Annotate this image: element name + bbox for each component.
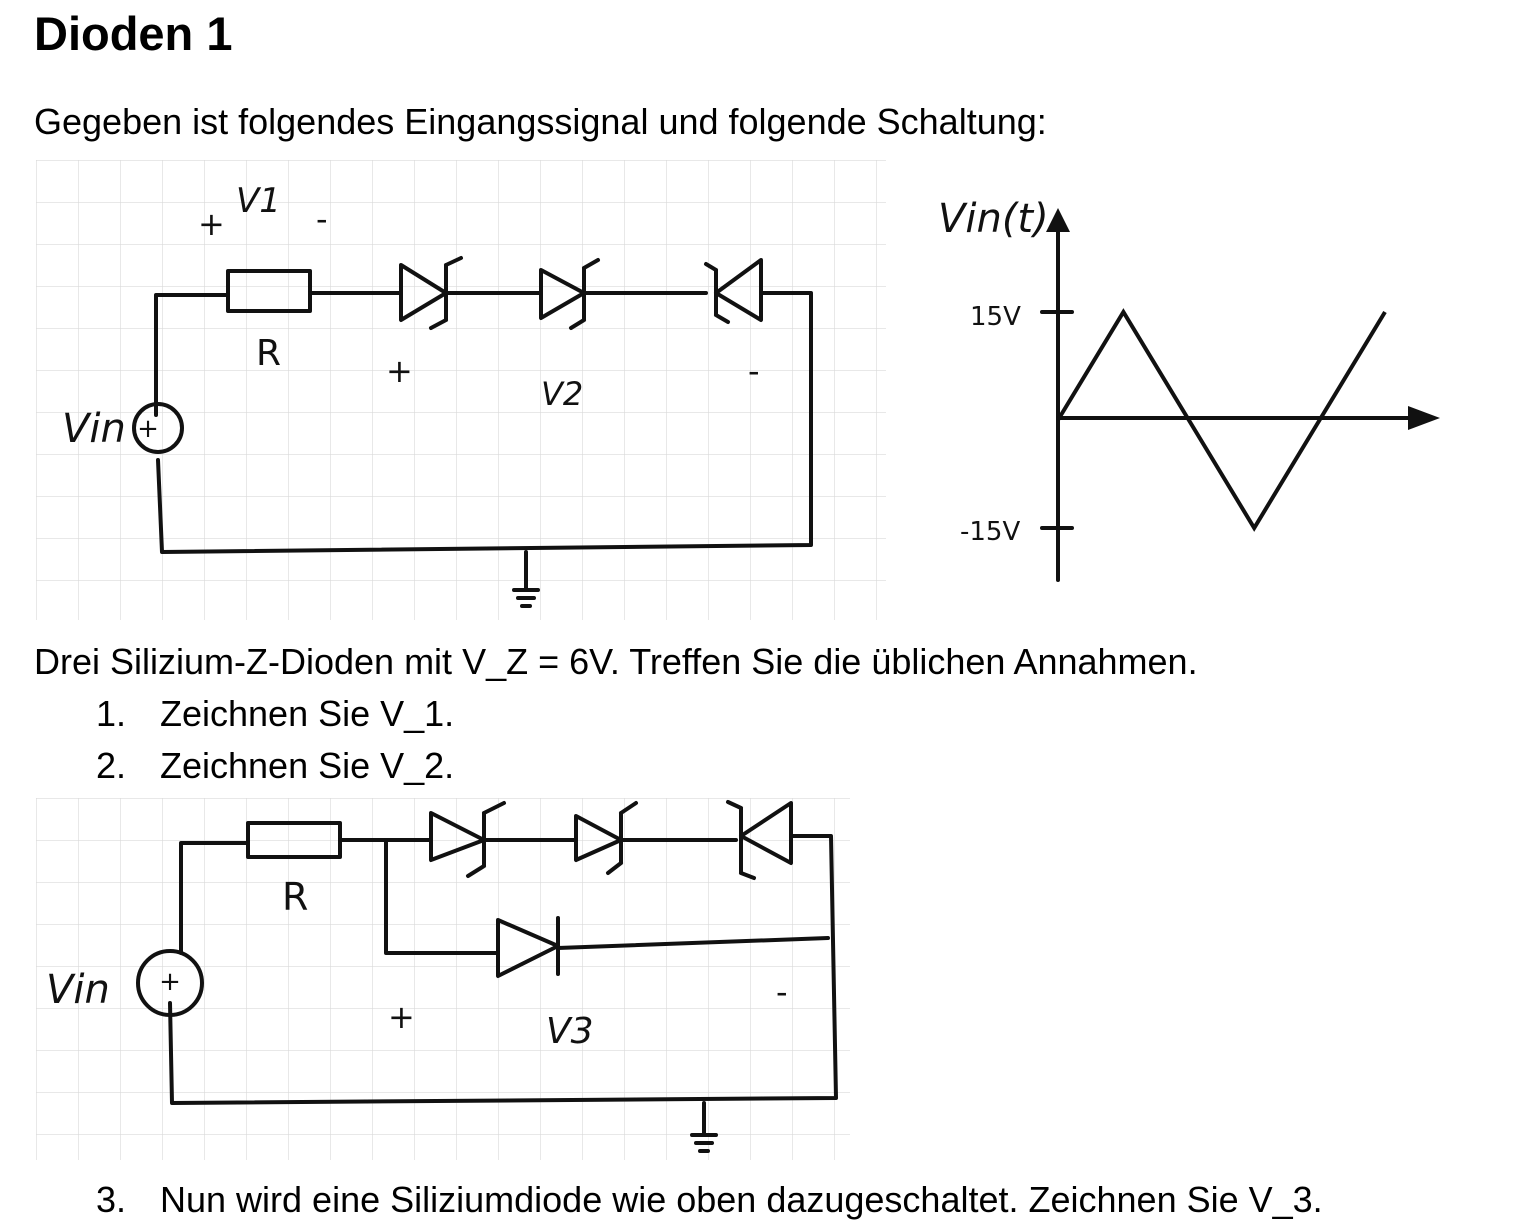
task-item-2: 2. Zeichnen Sie V_2. [96,744,896,788]
v1-label: V1 [236,181,281,221]
v1-minus-sign: - [316,200,328,238]
task-text: Zeichnen Sie V_1. [160,693,455,734]
voltage-source-2 [136,949,204,1017]
zener-diode-3 [704,258,763,324]
wire [168,834,838,1105]
page-title: Dioden 1 [34,7,233,60]
circuit-1-figure: + Vin R + V1 - + V2 - [36,160,886,620]
wire [156,291,813,554]
task-item-3: 3. Nun wird eine Siliziumdiode wie oben … [96,1178,1496,1222]
source-polarity-plus: + [159,967,181,997]
signal-series [1056,308,1387,532]
v3-plus-sign: + [388,998,415,1036]
v2-minus-sign: - [748,352,760,390]
zener-diode-3 [726,800,793,880]
ground-symbol [690,1101,718,1153]
y-axis-arrow [1046,208,1070,232]
v3-minus-sign: - [776,973,788,1011]
task-number: 2. [96,745,127,786]
source-label: Vin [62,406,126,452]
x-axis-arrow [1408,406,1440,430]
v2-plus-sign: + [386,352,413,390]
resistor-label: R [256,333,281,374]
source-polarity-plus: + [137,414,159,444]
wire [154,293,230,417]
task-text: Nun wird eine Siliziumdiode wie oben daz… [160,1179,1323,1220]
grid-paper [36,160,886,620]
signal-line [1056,308,1387,532]
task-text: Zeichnen Sie V_2. [160,745,455,786]
wire [556,936,830,950]
wire [384,838,500,955]
voltage-source-1 [132,402,184,454]
tick-label-bottom: -15V [960,517,1020,547]
source-label: Vin [46,967,110,1013]
ground-symbol [512,550,540,608]
input-signal-chart: Vin(t) 15V -15V [938,196,1440,582]
v2-label: V2 [541,375,583,413]
v3-label: V3 [546,1011,594,1052]
task-number: 1. [96,693,127,734]
grid-paper [36,798,850,1160]
y-axis-label: Vin(t) [938,196,1049,242]
problem-statement: Drei Silizium-Z-Dioden mit V_Z = 6V. Tre… [34,641,1198,682]
task-item-1: 1. Zeichnen Sie V_1. [96,692,896,736]
intro-text: Gegeben ist folgendes Eingangssignal und… [34,101,1047,142]
tick-label-top: 15V [970,302,1021,332]
resistor-label: R [282,875,308,919]
v1-plus-sign: + [198,205,225,243]
circuit-2-figure: + Vin R + V3 - [36,798,850,1160]
wire [179,841,250,955]
task-number: 3. [96,1179,127,1220]
